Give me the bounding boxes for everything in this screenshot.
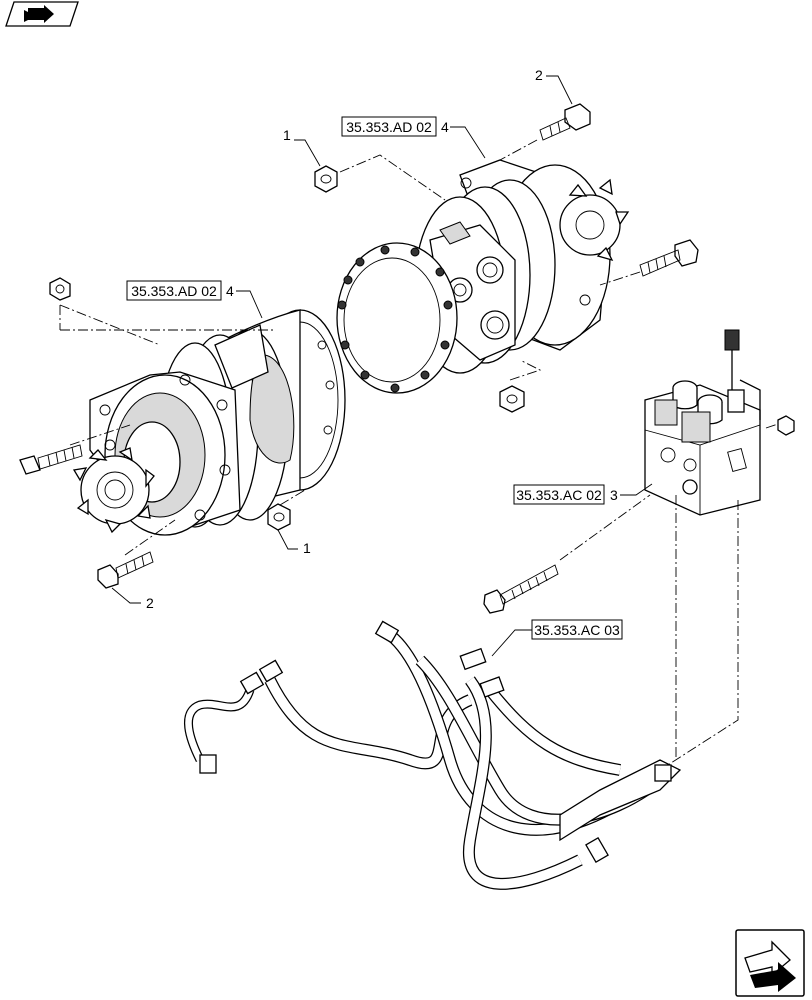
control-valve-block xyxy=(644,329,761,516)
hydraulic-hose-assembly xyxy=(183,620,682,890)
right-drive-motor xyxy=(336,159,630,394)
item-number-4-left: 4 xyxy=(226,283,234,299)
reference-box-left-motor[interactable]: 35.353.AD 02 xyxy=(126,280,222,301)
left-lower-bolt xyxy=(97,551,154,589)
callout-1-lower: 1 xyxy=(303,540,311,556)
reference-box-hoses[interactable]: 35.353.AC 03 xyxy=(531,619,623,640)
callout-2-top: 2 xyxy=(535,67,543,83)
left-lower-nut xyxy=(267,503,291,531)
valve-side-nut xyxy=(777,415,795,436)
right-top-nut xyxy=(314,165,338,193)
next-page-arrow-icon[interactable] xyxy=(735,929,805,997)
callout-1-top: 1 xyxy=(283,127,291,143)
item-number-3: 3 xyxy=(610,487,618,503)
left-top-nut xyxy=(49,277,71,301)
left-sprocket xyxy=(72,447,155,534)
svg-text:35.353.AD 02: 35.353.AD 02 xyxy=(131,283,217,299)
svg-text:35.353.AD 02: 35.353.AD 02 xyxy=(346,119,432,135)
reference-box-top-motor[interactable]: 35.353.AD 02 xyxy=(341,116,437,137)
right-lower-nut xyxy=(499,385,525,413)
left-drive-motor xyxy=(72,309,346,536)
svg-text:35.353.AC 03: 35.353.AC 03 xyxy=(534,622,620,638)
callout-2-lower: 2 xyxy=(146,595,154,611)
item-number-4-top: 4 xyxy=(441,119,449,135)
svg-text:35.353.AC 02: 35.353.AC 02 xyxy=(516,487,602,503)
right-top-bolt xyxy=(539,103,591,141)
reference-box-valve[interactable]: 35.353.AC 02 xyxy=(513,484,605,505)
valve-mount-bolt xyxy=(483,564,559,614)
left-stud-bolt xyxy=(19,444,83,475)
reference-arrow-icon[interactable] xyxy=(5,1,79,27)
right-sprocket xyxy=(559,178,630,262)
right-side-bolt xyxy=(639,239,699,277)
